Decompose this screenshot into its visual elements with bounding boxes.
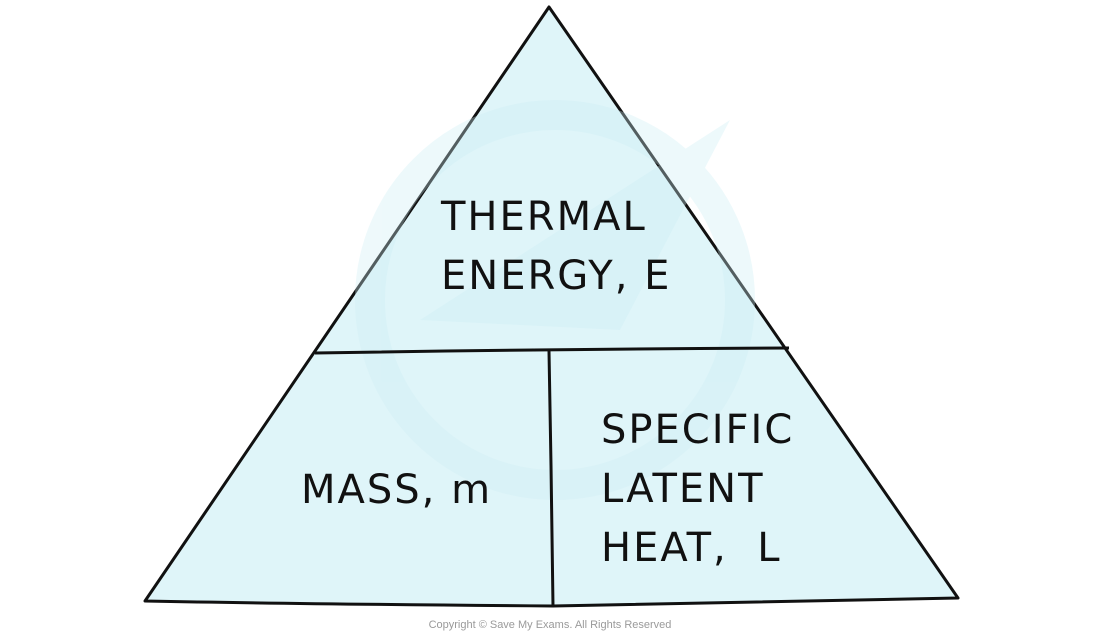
bottom-left-section-label: MASS, m <box>301 467 492 513</box>
vertical-divider <box>547 350 555 607</box>
bottom-right-section-line2: LATENT <box>601 466 765 512</box>
bottom-right-section-line1: SPECIFIC <box>601 407 794 453</box>
top-section-line1: THERMAL <box>440 194 647 240</box>
horizontal-divider <box>314 346 790 355</box>
top-section-line2: ENERGY, E <box>441 253 671 299</box>
watermark-logo <box>355 100 755 500</box>
bottom-right-section-line3: HEAT, L <box>601 525 781 571</box>
copyright-text: Copyright © Save My Exams. All Rights Re… <box>429 619 672 631</box>
